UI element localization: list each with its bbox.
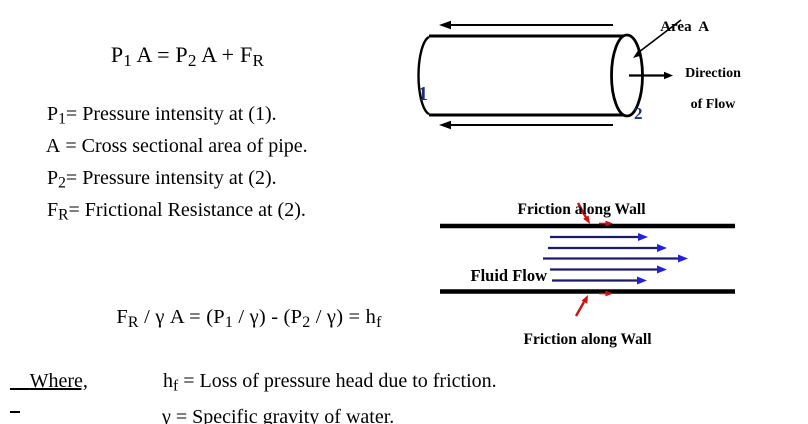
eq-subscript: 2	[302, 313, 311, 331]
definition-text: = Pressure intensity at (2).	[65, 167, 277, 189]
symbol: h	[163, 370, 173, 392]
point-1-text: 1	[418, 83, 428, 106]
point-2-text: 2	[634, 104, 643, 124]
definition-text: = Frictional Resistance at (2).	[68, 199, 306, 221]
symbol: P	[47, 103, 59, 125]
definition-text: γ = Specific gravity of water.	[162, 406, 395, 424]
eq-subscript: 1	[123, 51, 133, 71]
friction-arrow-bottom	[439, 120, 613, 130]
eq-subscript: R	[127, 313, 139, 331]
definition-fr: FR= Frictional Resistance at (2).	[27, 176, 306, 248]
friction-along-wall-top-label: Friction along Wall	[502, 184, 646, 236]
eq-term: / γ A = (P	[138, 306, 225, 328]
velocity-arrow-5	[552, 276, 647, 285]
where-text: Where,	[29, 370, 88, 392]
fluid-flow-diagram	[440, 202, 735, 317]
direction-line2: of Flow	[690, 97, 736, 113]
friction-top-text: Friction along Wall	[517, 201, 646, 219]
symbol-subscript: R	[58, 206, 69, 224]
definition-text: = Loss of pressure head due to friction.	[178, 370, 497, 392]
where-label: Where,	[10, 347, 88, 416]
friction-arrow-top	[439, 20, 613, 30]
velocity-arrow-1	[550, 233, 648, 241]
eq-subscript: R	[252, 51, 265, 71]
eq-subscript: 2	[187, 51, 197, 71]
fluid-flow-text: Fluid Flow	[470, 266, 548, 286]
symbol-subscript: 1	[58, 110, 66, 128]
friction-along-wall-bottom-label: Friction along Wall	[508, 314, 652, 366]
equation-force-balance: P1 A = P2 A + FR	[88, 16, 264, 97]
eq-term: P	[110, 42, 124, 67]
area-a-pointer-arrow	[633, 19, 682, 58]
eq-term: / γ) = h	[310, 306, 377, 328]
direction-line1: Direction	[685, 65, 741, 81]
pipe-left-end-arc	[417, 35, 430, 116]
velocity-arrow-3	[543, 254, 688, 263]
where-definition-gamma: γ = Specific gravity of water.	[142, 383, 394, 424]
definition-area: A = Cross sectional area of pipe.	[27, 112, 308, 184]
friction-pointer-bottom	[574, 295, 588, 317]
eq-subscript: 1	[224, 313, 234, 331]
friction-bottom-text: Friction along Wall	[523, 331, 652, 349]
definition-text: = Cross sectional area of pipe.	[60, 135, 308, 157]
friction-pointer-top	[576, 202, 590, 224]
direction-of-flow-arrow	[629, 71, 673, 80]
eq-subscript: f	[376, 313, 382, 331]
definition-p2: P2= Pressure intensity at (2).	[27, 144, 277, 216]
pipe-body	[417, 33, 644, 118]
pipe-point-2-label: 2	[617, 85, 643, 142]
symbol: P	[47, 167, 59, 189]
eq-term: A = P	[132, 42, 188, 67]
velocity-arrow-4	[550, 265, 667, 274]
pipe-cylinder-diagram	[417, 19, 682, 130]
area-a-text: Area A	[660, 18, 710, 35]
pipe-point-1-label: 1	[398, 61, 428, 128]
area-a-label: Area A	[646, 2, 709, 52]
symbol-subscript: 2	[58, 174, 66, 192]
velocity-arrow-2	[548, 244, 667, 252]
direction-of-flow-label: Direction of Flow	[664, 50, 748, 128]
eq-term: A + F	[196, 42, 253, 67]
friction-wall-arrow-top	[599, 220, 613, 227]
where-definition-hf: hf = Loss of pressure head due to fricti…	[143, 347, 497, 419]
fluid-flow-label: Fluid Flow	[454, 249, 548, 304]
symbol: F	[47, 199, 59, 221]
symbol: A	[45, 135, 61, 157]
eq-term: / γ) - (P	[233, 306, 303, 328]
velocity-arrows	[543, 233, 688, 285]
eq-term: F	[116, 306, 128, 328]
friction-wall-arrow-bottom	[599, 290, 613, 297]
definition-text: = Pressure intensity at (1).	[65, 103, 277, 125]
definition-p1: P1= Pressure intensity at (1).	[27, 80, 277, 152]
symbol-subscript: f	[173, 377, 179, 395]
equation-head-loss: FR / γ A = (P1 / γ) - (P2 / γ) = hf	[95, 283, 382, 355]
